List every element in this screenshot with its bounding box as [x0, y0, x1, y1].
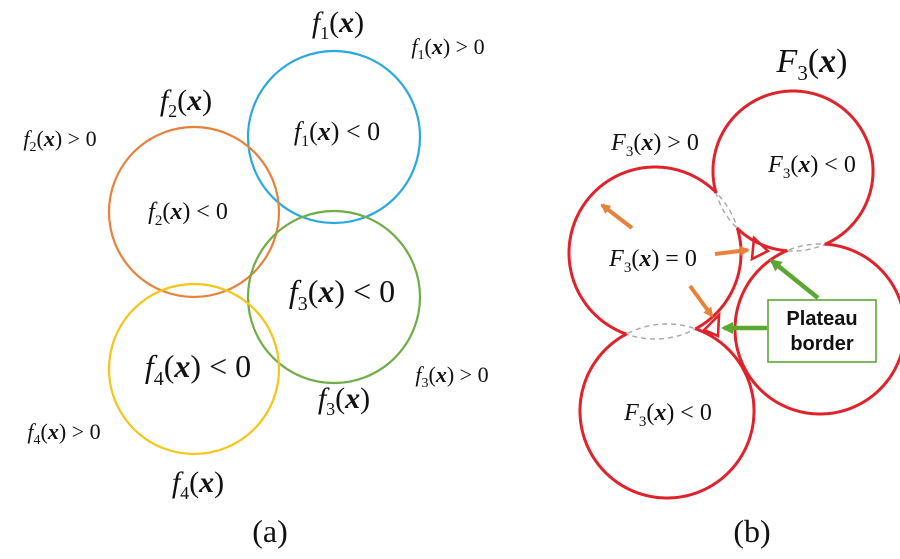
f1-inside-label: f1(x) < 0: [294, 117, 380, 150]
f1-title: f1(x): [312, 6, 364, 43]
F3-zero-label: F3(x) = 0: [608, 246, 697, 276]
f3-title: f3(x): [318, 382, 370, 419]
circle-f1: [246, 49, 422, 225]
hidden-arc-c4: [579, 323, 741, 339]
f2-outside-label: f2(x) > 0: [23, 126, 96, 155]
F3-inside-bottom-label: F3(x) < 0: [623, 400, 712, 430]
orange-arrow-bottom: [688, 284, 714, 318]
plateau-border-box: [767, 299, 877, 363]
circle-f2: [107, 125, 281, 299]
f3-outside-label: f3(x) > 0: [415, 362, 488, 391]
f1-outside-label: f1(x) > 0: [411, 34, 484, 63]
f4-outside-label: f4(x) > 0: [27, 419, 100, 448]
f2-title: f2(x): [160, 84, 212, 121]
union-arc-c3: [733, 242, 900, 416]
f4-inside-label: f4(x) < 0: [145, 348, 251, 390]
hidden-arc-c3: [734, 243, 873, 251]
plateau-label-line1: Plateau: [786, 308, 857, 330]
circle-f4: [107, 282, 281, 456]
circle-f3: [246, 209, 422, 385]
panel-b: Plateau border F3(x) F3(x) > 0 F3(x) < 0…: [567, 43, 900, 549]
F3-outside-label: F3(x) > 0: [610, 130, 699, 160]
f2-inside-label: f2(x) < 0: [148, 199, 228, 229]
plateau-border-bottom: [701, 311, 721, 338]
orange-arrows: [600, 203, 750, 318]
orange-arrow-outer: [600, 203, 634, 230]
panel-b-caption: (b): [733, 513, 770, 549]
plateau-border-top: [750, 235, 771, 262]
plateau-label-line2: border: [790, 333, 854, 355]
panel-a-caption: (a): [252, 513, 288, 549]
F3-inside-top-label: F3(x) < 0: [767, 152, 856, 182]
orange-arrow-top: [714, 245, 750, 256]
f3-inside-label: f3(x) < 0: [289, 273, 395, 315]
F3-title: F3(x): [776, 43, 848, 85]
green-arrows: [721, 259, 820, 334]
union-arc-c4: [578, 327, 756, 500]
panel-a: f1(x) f1(x) > 0 f1(x) < 0 f2(x) f2(x) > …: [23, 6, 488, 549]
f4-title: f4(x): [172, 466, 224, 503]
green-arrow-up: [769, 259, 820, 300]
